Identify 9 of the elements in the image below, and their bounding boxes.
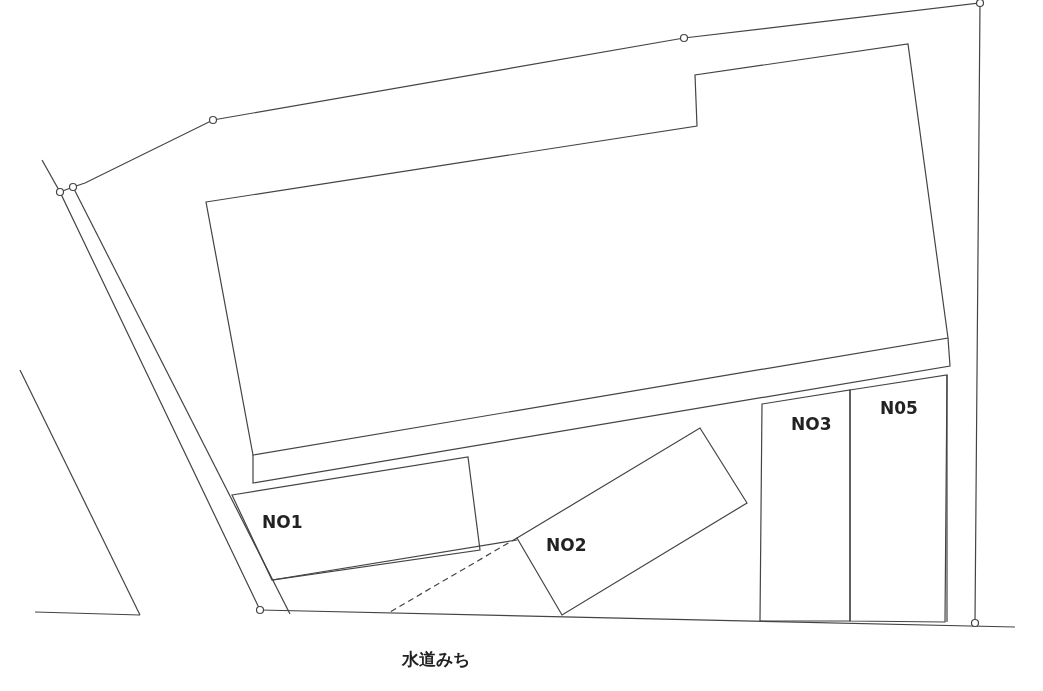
parking-space [517,428,747,615]
space-number: N05 [880,398,918,418]
parking-space [232,457,480,580]
space-number: NO2 [546,535,587,555]
space-number: NO3 [791,414,832,434]
parking-space [760,390,850,621]
parking-space [850,375,947,622]
road-name: 水道みち [402,648,470,671]
space-number: NO1 [262,512,303,532]
